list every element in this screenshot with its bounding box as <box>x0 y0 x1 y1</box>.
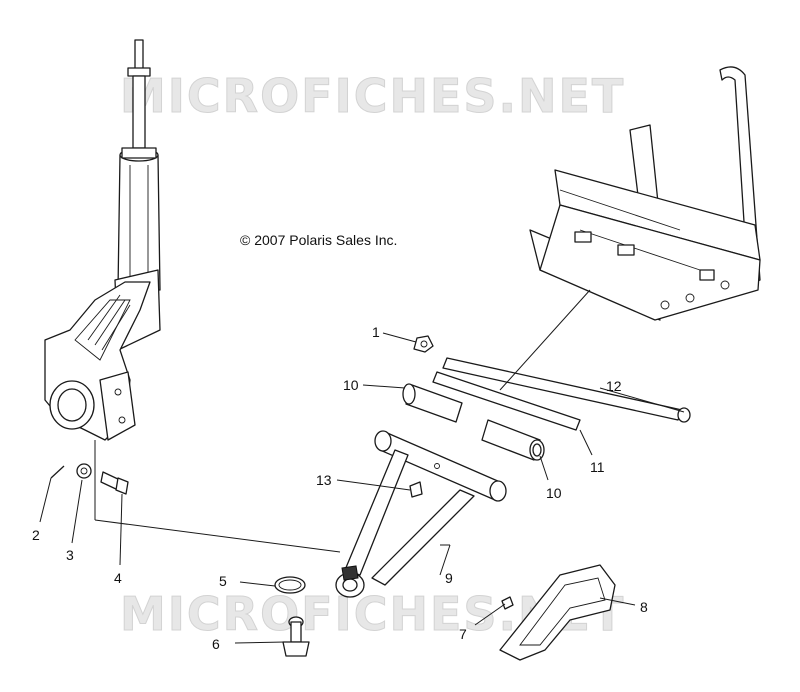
vehicle-frame <box>529 66 761 321</box>
callout-6: 6 <box>212 636 220 652</box>
callout-5: 5 <box>219 573 227 589</box>
ball-joint-parts <box>274 576 310 657</box>
knuckle-hardware <box>50 463 129 495</box>
callout-8: 8 <box>640 599 648 615</box>
callout-2: 2 <box>32 527 40 543</box>
callout-13: 13 <box>316 472 332 488</box>
callout-12: 12 <box>606 378 622 394</box>
callout-1: 1 <box>372 324 380 340</box>
callout-10-lower: 10 <box>546 485 562 501</box>
a-arm <box>335 430 507 598</box>
a-arm-guard <box>499 564 616 661</box>
copyright-notice: © 2007 Polaris Sales Inc. <box>240 232 397 248</box>
callout-3: 3 <box>66 547 74 563</box>
callout-9: 9 <box>445 570 453 586</box>
leader-lines <box>39 289 685 644</box>
steering-knuckle <box>44 281 151 441</box>
callout-11: 11 <box>590 459 605 475</box>
callouts: 1 2 3 4 5 6 7 8 9 10 10 11 12 13 <box>32 324 648 652</box>
watermark-top: MICROFICHES.NET <box>120 69 625 123</box>
callout-7: 7 <box>459 626 467 642</box>
pivot-tubes <box>402 335 691 461</box>
callout-4: 4 <box>114 570 122 586</box>
callout-10-upper: 10 <box>343 377 359 393</box>
